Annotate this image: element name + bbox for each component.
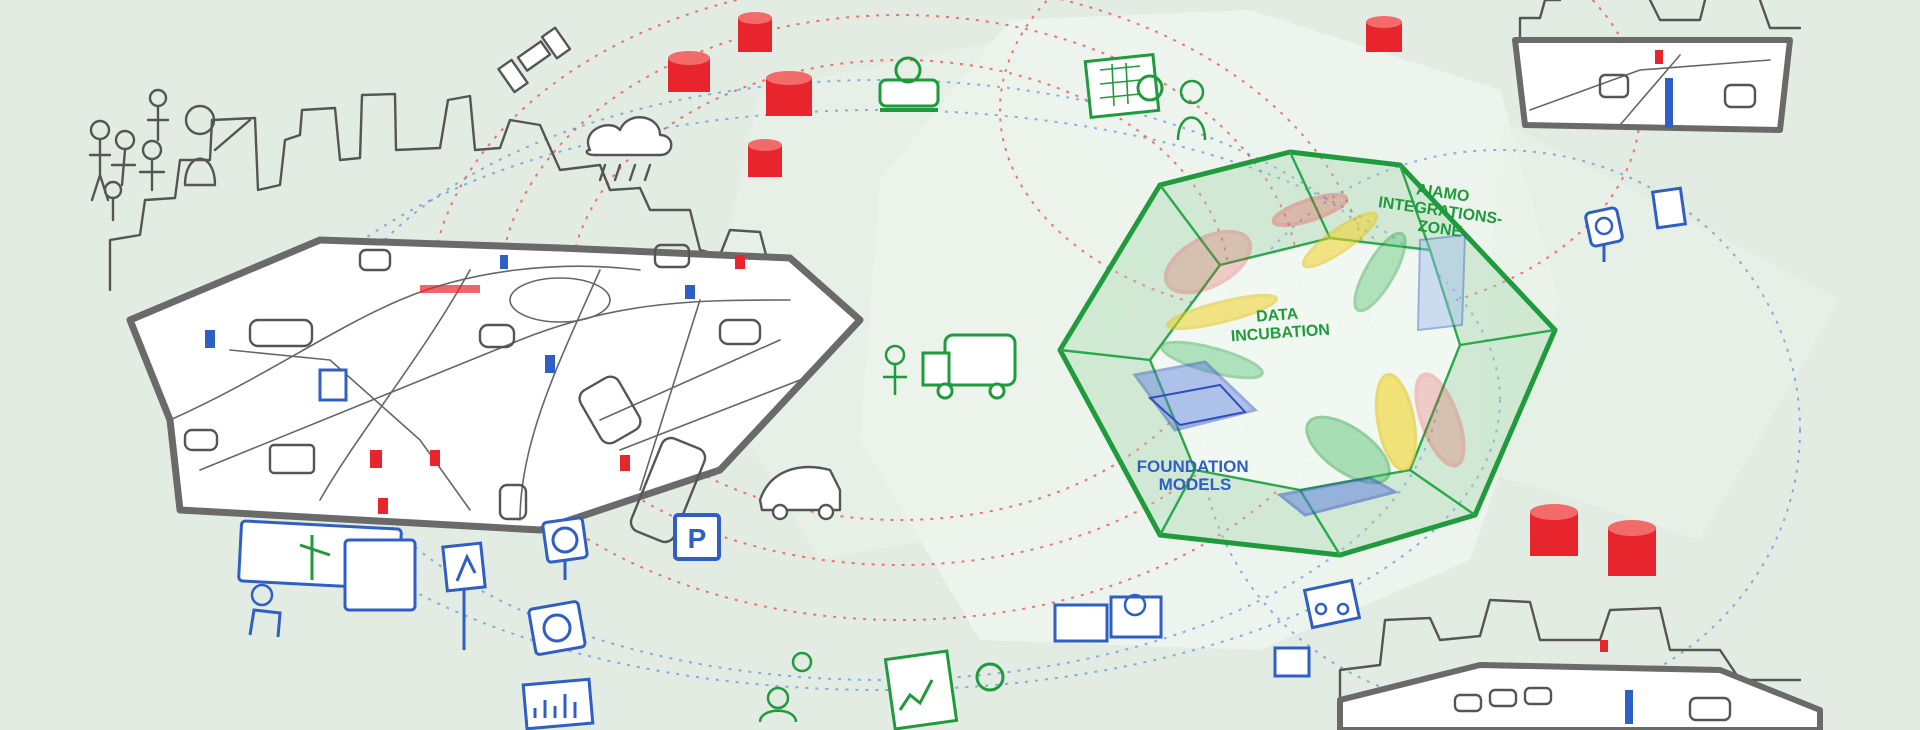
red-data-ellipse [1163,229,1253,295]
chart-screen-icon [521,677,595,730]
red-database-icons [668,12,1656,576]
database-icon [1530,504,1578,556]
yellow-data-ellipse [1301,211,1379,269]
data-incubation-hub: DATA INCUBATION FOUNDATION MODELS AIAMO … [1057,149,1558,558]
green-data-ellipse [1160,340,1264,380]
database-icon [1366,16,1402,52]
foundation-models-label: FOUNDATION MODELS [1137,457,1254,494]
green-service-icons [758,52,1207,730]
lightbulb-person-icon [758,651,813,723]
autonomous-car-icon [758,465,842,521]
city-map-left [126,236,864,544]
bicycle-sign-icon [1273,646,1311,678]
red-data-ellipse [1414,372,1466,468]
yellow-data-ellipse [1166,293,1278,331]
city-map-bottom-right [1337,598,1823,730]
database-icon [748,139,782,177]
blue-foundation-layer [1132,360,1400,517]
robot-vehicle-icon [878,56,940,112]
yellow-data-ellipse [1374,373,1418,471]
parking-sign-letter: P [688,523,707,554]
database-icon [1608,520,1656,576]
workstation-icon [1053,593,1163,643]
parking-sign-icon: P [673,513,721,561]
hydrogen-sign-right-icon [1584,206,1624,262]
red-data-ellipse [1271,192,1349,228]
database-icon [668,51,710,92]
green-data-ellipse [1305,415,1391,485]
data-incubation-label: DATA INCUBATION [1229,304,1330,346]
presenter-board-icon [883,649,1005,730]
hydrogen-station-icon [541,516,589,580]
map-search-icon [1083,52,1207,141]
direction-sign-icon [441,541,487,650]
control-room-icon [237,519,417,638]
green-data-ellipse [1353,231,1407,313]
blue-service-icons: P [237,186,1688,730]
delivery-truck-icon [883,333,1017,400]
scooter-sign-icon [1302,578,1362,630]
database-icon [738,12,772,52]
people-group [88,88,252,222]
database-icon [766,71,812,116]
city-map-top-right [1512,0,1802,133]
rain-cloud-icon [585,116,673,182]
integrations-zone-panel [1416,233,1467,332]
gauge-sign-icon [527,600,587,656]
transit-sign-icon [1650,186,1688,230]
satellite-icon [497,26,572,94]
